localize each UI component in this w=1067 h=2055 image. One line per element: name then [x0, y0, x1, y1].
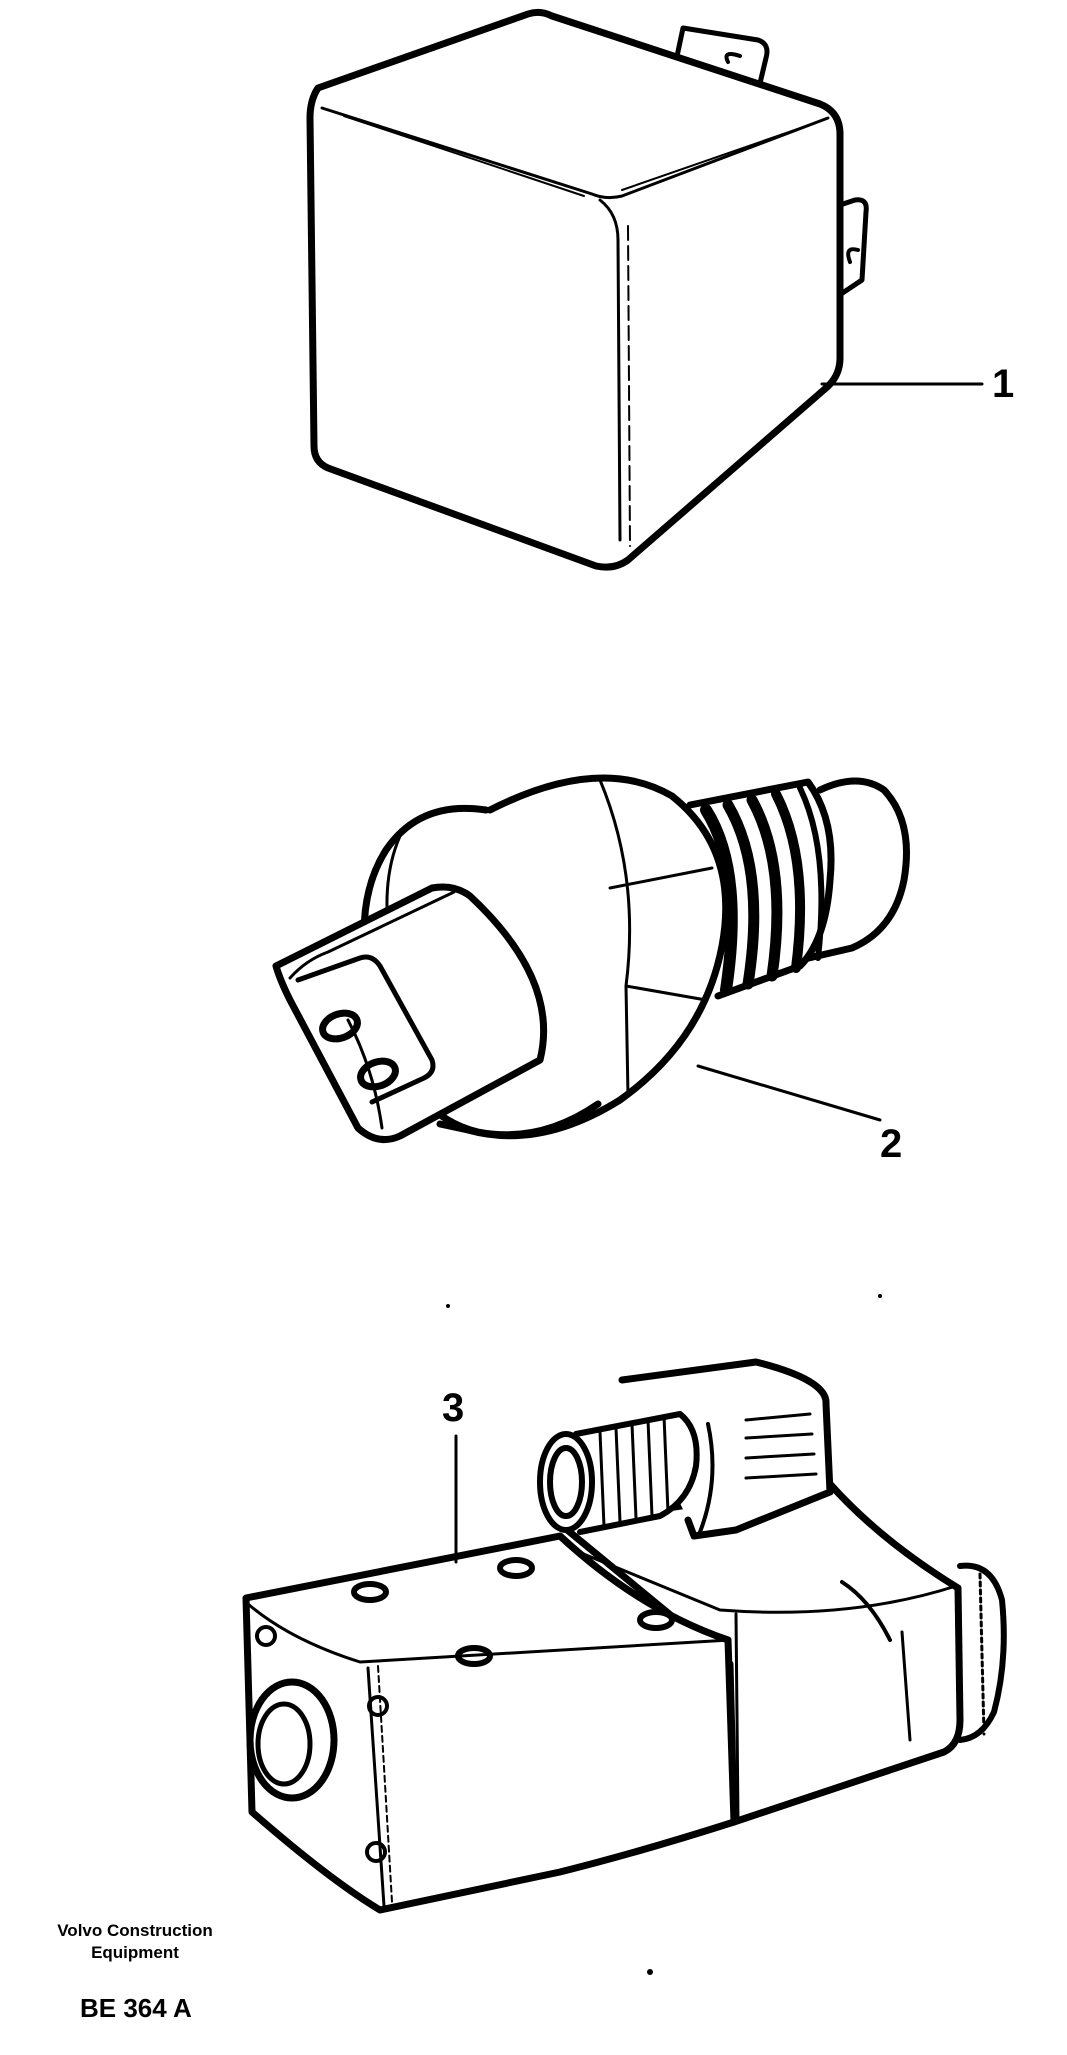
solenoid-valve-icon: [242, 1358, 1007, 1914]
brand-line-1: Volvo Construction: [57, 1921, 213, 1940]
relay-icon: [306, 8, 984, 571]
pressure-switch-icon: [272, 774, 910, 1144]
callout-1: 1: [992, 362, 1015, 406]
callout-3: 3: [442, 1386, 465, 1430]
print-speckles: [446, 1294, 882, 1975]
brand-line-2: Equipment: [91, 1943, 179, 1962]
brand-label: Volvo Construction Equipment: [40, 1920, 230, 1964]
callout-2: 2: [880, 1122, 903, 1166]
figure-code: BE 364 A: [80, 1993, 192, 2023]
